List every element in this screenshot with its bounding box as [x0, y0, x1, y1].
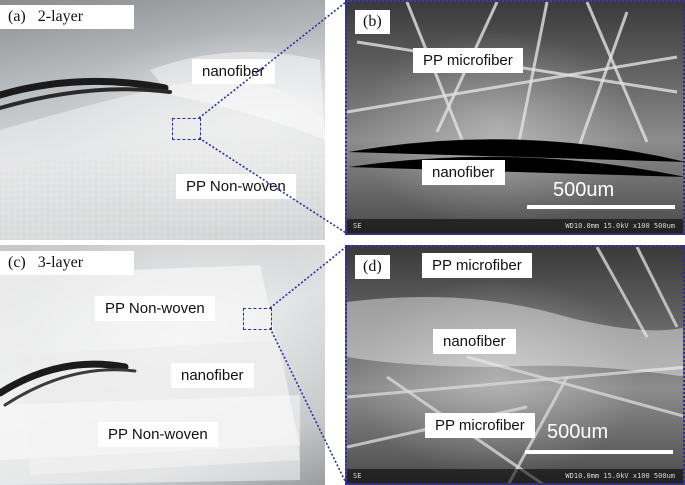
zoom-region-c [243, 308, 272, 330]
panel-tag-a: (a) 2-layer [0, 5, 134, 29]
label-nanofiber-d: nanofiber [433, 329, 516, 354]
tweezers-icon [0, 360, 137, 407]
photo-panel-c: (c) 3-layer PP Non-woven nanofiber PP No… [0, 245, 325, 485]
label-nanofiber-c: nanofiber [171, 363, 254, 388]
label-pp-microfiber-top-d: PP microfiber [422, 253, 532, 278]
tweezers-icon [0, 77, 172, 110]
panel-tag-b: (b) [355, 10, 390, 34]
fabric-layers [0, 265, 300, 485]
sem-panel-b: (b) PP microfiber nanofiber 500um SE WD1… [345, 0, 685, 235]
photo-panel-a: (a) 2-layer nanofiber PP Non-woven [0, 0, 325, 240]
label-nanofiber-a: nanofiber [192, 59, 275, 84]
scale-label-b: 500um [553, 179, 615, 201]
label-pp-nonwoven-top-c: PP Non-woven [95, 296, 215, 321]
scale-bar-d [525, 450, 673, 454]
panel-tag-d: (d) [355, 255, 390, 279]
sem-info-strip-d: SE WD10.0mm 15.0kV x100 500um [347, 469, 683, 483]
sem-info-strip-b: SE WD10.0mm 15.0kV x100 500um [347, 219, 683, 233]
label-nanofiber-b: nanofiber [422, 160, 505, 185]
label-pp-nonwoven-a: PP Non-woven [176, 174, 296, 199]
scale-label-d: 500um [547, 421, 609, 443]
microfiber-lines [347, 2, 683, 177]
panel-tag-c: (c) 3-layer [0, 251, 134, 275]
label-pp-microfiber-bottom-d: PP microfiber [425, 413, 535, 438]
scale-bar-b [527, 205, 675, 209]
label-pp-microfiber-b: PP microfiber [413, 48, 523, 73]
label-pp-nonwoven-bottom-c: PP Non-woven [98, 422, 218, 447]
zoom-region-a [172, 118, 201, 140]
sem-panel-d: (d) PP microfiber nanofiber PP microfibe… [345, 245, 685, 485]
